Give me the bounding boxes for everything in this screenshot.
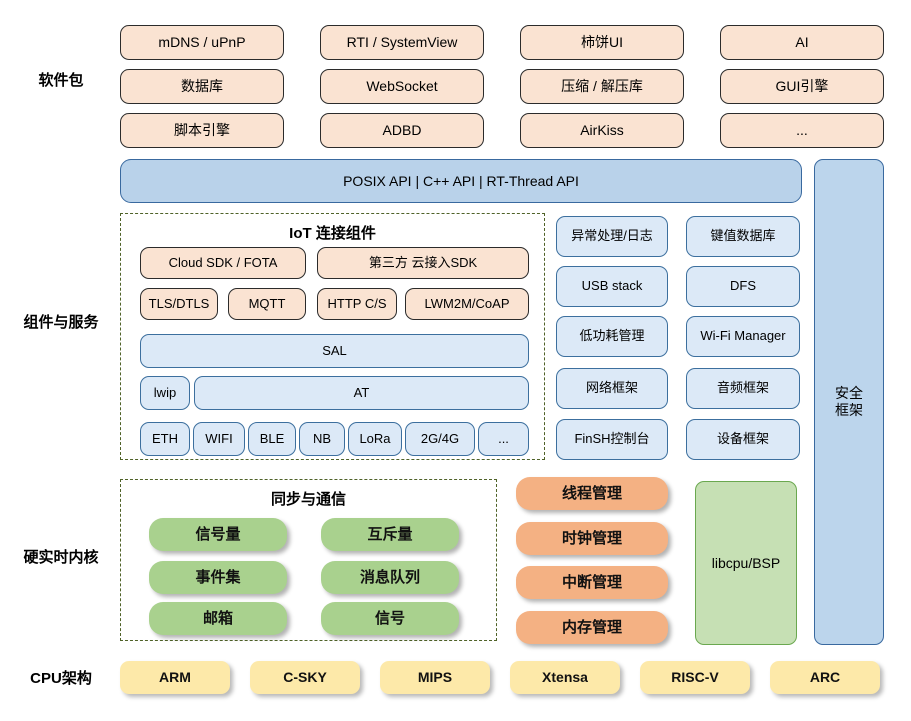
iot-link-more[interactable]: ... <box>478 422 529 456</box>
security-framework-column[interactable]: 安全 框架 <box>814 159 884 645</box>
row-label-hard-realtime-kernel: 硬实时内核 <box>23 548 99 566</box>
component-network-framework[interactable]: 网络框架 <box>556 368 668 409</box>
kernel-thread-management[interactable]: 线程管理 <box>516 477 668 510</box>
libcpu-bsp-column[interactable]: libcpu/BSP <box>695 481 797 645</box>
package-airkiss[interactable]: AirKiss <box>520 113 684 148</box>
cpu-mips[interactable]: MIPS <box>380 661 490 694</box>
package-more[interactable]: ... <box>720 113 884 148</box>
iot-link-ble[interactable]: BLE <box>248 422 296 456</box>
component-wifi-manager[interactable]: Wi-Fi Manager <box>686 316 800 357</box>
package-gui-engine[interactable]: GUI引擎 <box>720 69 884 104</box>
package-adbd[interactable]: ADBD <box>320 113 484 148</box>
iot-mqtt[interactable]: MQTT <box>228 288 306 320</box>
iot-http-cs[interactable]: HTTP C/S <box>317 288 397 320</box>
component-exception-log[interactable]: 异常处理/日志 <box>556 216 668 257</box>
kernel-message-queue[interactable]: 消息队列 <box>321 561 459 594</box>
iot-lwip[interactable]: lwip <box>140 376 190 410</box>
iot-region-title: IoT 连接组件 <box>289 224 376 242</box>
kernel-sync-region <box>120 479 497 641</box>
row-label-software-packages: 软件包 <box>38 71 84 89</box>
iot-cloud-sdk-fota[interactable]: Cloud SDK / FOTA <box>140 247 306 279</box>
kernel-sync-region-title: 同步与通信 <box>270 490 346 508</box>
row-label-components-services: 组件与服务 <box>23 313 99 331</box>
component-audio-framework[interactable]: 音频框架 <box>686 368 800 409</box>
iot-link-lora[interactable]: LoRa <box>348 422 402 456</box>
package-rti-systemview[interactable]: RTI / SystemView <box>320 25 484 60</box>
component-key-value-database[interactable]: 键值数据库 <box>686 216 800 257</box>
iot-lwm2m-coap[interactable]: LWM2M/CoAP <box>405 288 529 320</box>
kernel-interrupt-management[interactable]: 中断管理 <box>516 566 668 599</box>
kernel-semaphore[interactable]: 信号量 <box>149 518 287 551</box>
api-bar[interactable]: POSIX API | C++ API | RT-Thread API <box>120 159 802 203</box>
iot-link-2g-4g[interactable]: 2G/4G <box>405 422 475 456</box>
cpu-risc-v[interactable]: RISC-V <box>640 661 750 694</box>
component-dfs[interactable]: DFS <box>686 266 800 307</box>
kernel-mutex[interactable]: 互斥量 <box>321 518 459 551</box>
iot-sal[interactable]: SAL <box>140 334 529 368</box>
package-compression-library[interactable]: 压缩 / 解压库 <box>520 69 684 104</box>
package-database[interactable]: 数据库 <box>120 69 284 104</box>
iot-tls-dtls[interactable]: TLS/DTLS <box>140 288 218 320</box>
cpu-xtensa[interactable]: Xtensa <box>510 661 620 694</box>
package-ai[interactable]: AI <box>720 25 884 60</box>
cpu-c-sky[interactable]: C-SKY <box>250 661 360 694</box>
cpu-arm[interactable]: ARM <box>120 661 230 694</box>
package-persimmon-ui[interactable]: 柿饼UI <box>520 25 684 60</box>
kernel-event-set[interactable]: 事件集 <box>149 561 287 594</box>
iot-link-nb[interactable]: NB <box>299 422 345 456</box>
iot-link-wifi[interactable]: WIFI <box>193 422 245 456</box>
kernel-signal[interactable]: 信号 <box>321 602 459 635</box>
component-device-framework[interactable]: 设备框架 <box>686 419 800 460</box>
iot-third-party-cloud-sdk[interactable]: 第三方 云接入SDK <box>317 247 529 279</box>
kernel-memory-management[interactable]: 内存管理 <box>516 611 668 644</box>
iot-region <box>120 213 545 460</box>
component-low-power-management[interactable]: 低功耗管理 <box>556 316 668 357</box>
package-mdns-upnp[interactable]: mDNS / uPnP <box>120 25 284 60</box>
package-script-engine[interactable]: 脚本引擎 <box>120 113 284 148</box>
kernel-mailbox[interactable]: 邮箱 <box>149 602 287 635</box>
cpu-arc[interactable]: ARC <box>770 661 880 694</box>
kernel-clock-management[interactable]: 时钟管理 <box>516 522 668 555</box>
row-label-cpu-architecture: CPU架构 <box>30 669 92 687</box>
iot-link-eth[interactable]: ETH <box>140 422 190 456</box>
component-finsh-console[interactable]: FinSH控制台 <box>556 419 668 460</box>
iot-at[interactable]: AT <box>194 376 529 410</box>
package-websocket[interactable]: WebSocket <box>320 69 484 104</box>
component-usb-stack[interactable]: USB stack <box>556 266 668 307</box>
